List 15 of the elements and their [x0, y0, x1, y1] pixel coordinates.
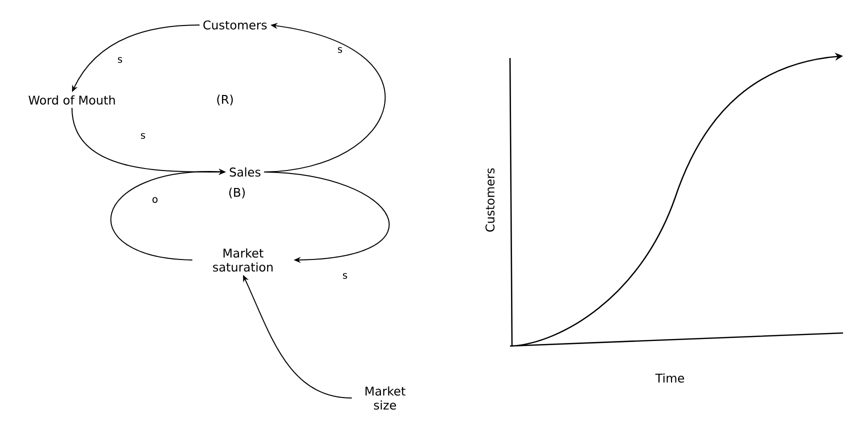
polarity-label: o: [150, 196, 160, 204]
arrow: [264, 172, 390, 263]
variable-label: Customers: [203, 20, 267, 30]
polarity-label: s: [116, 56, 124, 64]
polarity-label: s: [341, 272, 349, 280]
axis-label: Time: [655, 373, 684, 383]
polarity-label: s: [139, 132, 147, 140]
variable-label: Sales: [230, 167, 260, 177]
variable-label: Market saturation: [213, 248, 273, 272]
variable-label: Market size: [366, 386, 406, 410]
loop-label: (R): [217, 94, 233, 106]
polarity-label: s: [336, 46, 344, 54]
axis-label: Customers: [485, 168, 495, 232]
variable-label: Word of Mouth: [28, 95, 115, 105]
loop-label: (B): [229, 188, 245, 198]
